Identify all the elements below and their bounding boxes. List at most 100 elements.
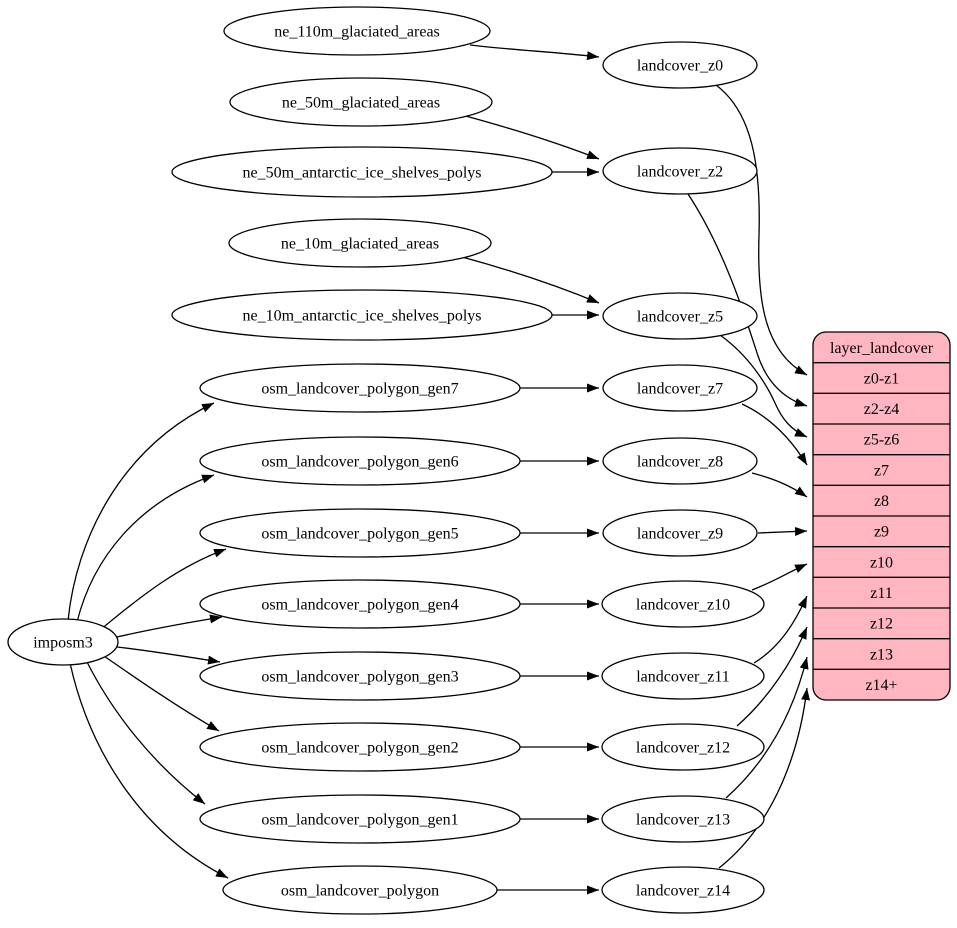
source-label: ne_110m_glaciated_areas bbox=[274, 24, 440, 41]
node-osm-landcover-polygon-gen6: osm_landcover_polygon_gen6 bbox=[199, 436, 521, 486]
node-osm-landcover-polygon: osm_landcover_polygon bbox=[222, 865, 498, 915]
source-ellipse bbox=[222, 865, 498, 915]
source-label: ne_50m_glaciated_areas bbox=[282, 95, 440, 112]
node-landcover-z10: landcover_z10 bbox=[601, 580, 765, 628]
source-label: osm_landcover_polygon_gen3 bbox=[261, 669, 458, 686]
source-ellipse bbox=[171, 146, 553, 198]
source-label: ne_50m_antarctic_ice_shelves_polys bbox=[242, 165, 481, 182]
source-ellipse bbox=[199, 363, 521, 413]
source-label: osm_landcover_polygon bbox=[281, 883, 439, 900]
generalized-ellipse bbox=[602, 147, 758, 195]
source-ellipse bbox=[199, 794, 521, 844]
table-row-z9: z9 bbox=[874, 524, 889, 541]
generalized-ellipse bbox=[601, 652, 765, 700]
generalized-label: landcover_z10 bbox=[636, 597, 730, 614]
generalized-label: landcover_z14 bbox=[636, 883, 730, 900]
node-landcover-z0: landcover_z0 bbox=[602, 41, 758, 89]
source-label: osm_landcover_polygon_gen7 bbox=[261, 381, 458, 398]
source-label: osm_landcover_polygon_gen6 bbox=[261, 454, 458, 471]
table-row-z12: z12 bbox=[870, 616, 893, 633]
node-osm-landcover-polygon-gen3: osm_landcover_polygon_gen3 bbox=[199, 651, 521, 701]
source-ellipse bbox=[229, 77, 493, 127]
edge-imposm3-gen7 bbox=[67, 402, 215, 622]
layer-landcover-table: layer_landcover z0-z1 z2-z4 z5-z6 z7 z8 … bbox=[812, 331, 951, 701]
source-label: osm_landcover_polygon_gen5 bbox=[261, 526, 458, 543]
edge-z14-row bbox=[718, 687, 811, 869]
generalized-ellipse bbox=[601, 795, 765, 843]
node-osm-landcover-polygon-gen1: osm_landcover_polygon_gen1 bbox=[199, 794, 521, 844]
generalized-ellipse bbox=[602, 41, 758, 89]
node-imposm3: imposm3 bbox=[7, 618, 119, 666]
source-label: ne_10m_glaciated_areas bbox=[281, 236, 439, 253]
generalized-ellipse bbox=[602, 364, 758, 412]
generalized-label: landcover_z12 bbox=[636, 740, 730, 757]
table-row-z10: z10 bbox=[870, 555, 893, 572]
source-ellipse bbox=[228, 218, 492, 268]
node-landcover-z9: landcover_z9 bbox=[602, 509, 758, 557]
edge-z8-row bbox=[751, 472, 808, 498]
generalized-label: landcover_z7 bbox=[637, 381, 723, 398]
edge-z0-row bbox=[715, 84, 808, 376]
node-osm-landcover-polygon-gen2: osm_landcover_polygon_gen2 bbox=[199, 722, 521, 772]
source-ellipse bbox=[199, 722, 521, 772]
source-label: osm_landcover_polygon_gen4 bbox=[261, 597, 458, 614]
node-landcover-z12: landcover_z12 bbox=[601, 723, 765, 771]
source-ellipse bbox=[171, 289, 553, 341]
node-osm-landcover-polygon-gen5: osm_landcover_polygon_gen5 bbox=[199, 508, 521, 558]
edge-z10-row bbox=[751, 563, 808, 591]
node-landcover-z2: landcover_z2 bbox=[602, 147, 758, 195]
generalized-ellipse bbox=[602, 437, 758, 485]
generalized-ellipse bbox=[602, 509, 758, 557]
generalized-ellipse bbox=[601, 866, 765, 914]
generalized-label: landcover_z11 bbox=[636, 669, 730, 686]
node-ne-10m-antarctic-ice-shelves-polys: ne_10m_antarctic_ice_shelves_polys bbox=[171, 289, 553, 341]
node-landcover-z8: landcover_z8 bbox=[602, 437, 758, 485]
edge-group bbox=[67, 44, 811, 895]
node-ne-50m-antarctic-ice-shelves-polys: ne_50m_antarctic_ice_shelves_polys bbox=[171, 146, 553, 198]
generalized-ellipse bbox=[601, 723, 765, 771]
generalized-label: landcover_z9 bbox=[637, 526, 723, 543]
imposm3-ellipse bbox=[7, 618, 119, 666]
node-osm-landcover-polygon-gen7: osm_landcover_polygon_gen7 bbox=[199, 363, 521, 413]
source-ellipse bbox=[199, 508, 521, 558]
source-ellipse bbox=[199, 436, 521, 486]
edge-imposm3-gen5 bbox=[98, 548, 227, 632]
generalized-label: landcover_z8 bbox=[637, 454, 723, 471]
source-label: osm_landcover_polygon_gen2 bbox=[261, 740, 458, 757]
edge-imposm3-gen3 bbox=[116, 646, 221, 665]
node-osm-landcover-polygon-gen4: osm_landcover_polygon_gen4 bbox=[199, 579, 521, 629]
table-row-z13: z13 bbox=[870, 647, 893, 664]
generalized-label: landcover_z2 bbox=[637, 164, 723, 181]
edge-ne10m-glaciated-z5 bbox=[461, 256, 600, 304]
edge-z11-row bbox=[753, 595, 808, 664]
node-landcover-z11: landcover_z11 bbox=[601, 652, 765, 700]
node-ne-50m-glaciated-areas: ne_50m_glaciated_areas bbox=[229, 77, 493, 127]
table-row-z8: z8 bbox=[874, 493, 889, 510]
edge-z2-row bbox=[687, 193, 808, 407]
source-label: osm_landcover_polygon_gen1 bbox=[261, 812, 458, 829]
generalized-label: landcover_z13 bbox=[636, 812, 730, 829]
edge-z12-row bbox=[736, 626, 808, 727]
source-ellipse bbox=[199, 651, 521, 701]
node-ne-110m-glaciated-areas: ne_110m_glaciated_areas bbox=[223, 6, 491, 56]
table-title: layer_landcover bbox=[830, 340, 934, 357]
edge-ne50m-glaciated-z2 bbox=[461, 114, 600, 160]
edge-z13-row bbox=[725, 656, 809, 799]
table-row-z7: z7 bbox=[874, 463, 889, 480]
node-ne-10m-glaciated-areas: ne_10m_glaciated_areas bbox=[228, 218, 492, 268]
source-ellipse bbox=[223, 6, 491, 56]
generalized-label: landcover_z5 bbox=[637, 309, 723, 326]
edge-z7-row bbox=[741, 403, 808, 466]
edge-ne110m-z0 bbox=[469, 44, 600, 61]
edge-imposm3-gen6 bbox=[76, 474, 215, 623]
edge-z5-row bbox=[719, 334, 808, 438]
table-row-z2z4: z2-z4 bbox=[864, 401, 900, 418]
edge-imposm3-gen2 bbox=[100, 653, 220, 732]
table-row-z5z6: z5-z6 bbox=[864, 432, 900, 449]
node-landcover-z13: landcover_z13 bbox=[601, 795, 765, 843]
generalized-ellipse bbox=[602, 292, 758, 340]
node-landcover-z7: landcover_z7 bbox=[602, 364, 758, 412]
edge-imposm3-gen1 bbox=[85, 659, 206, 805]
